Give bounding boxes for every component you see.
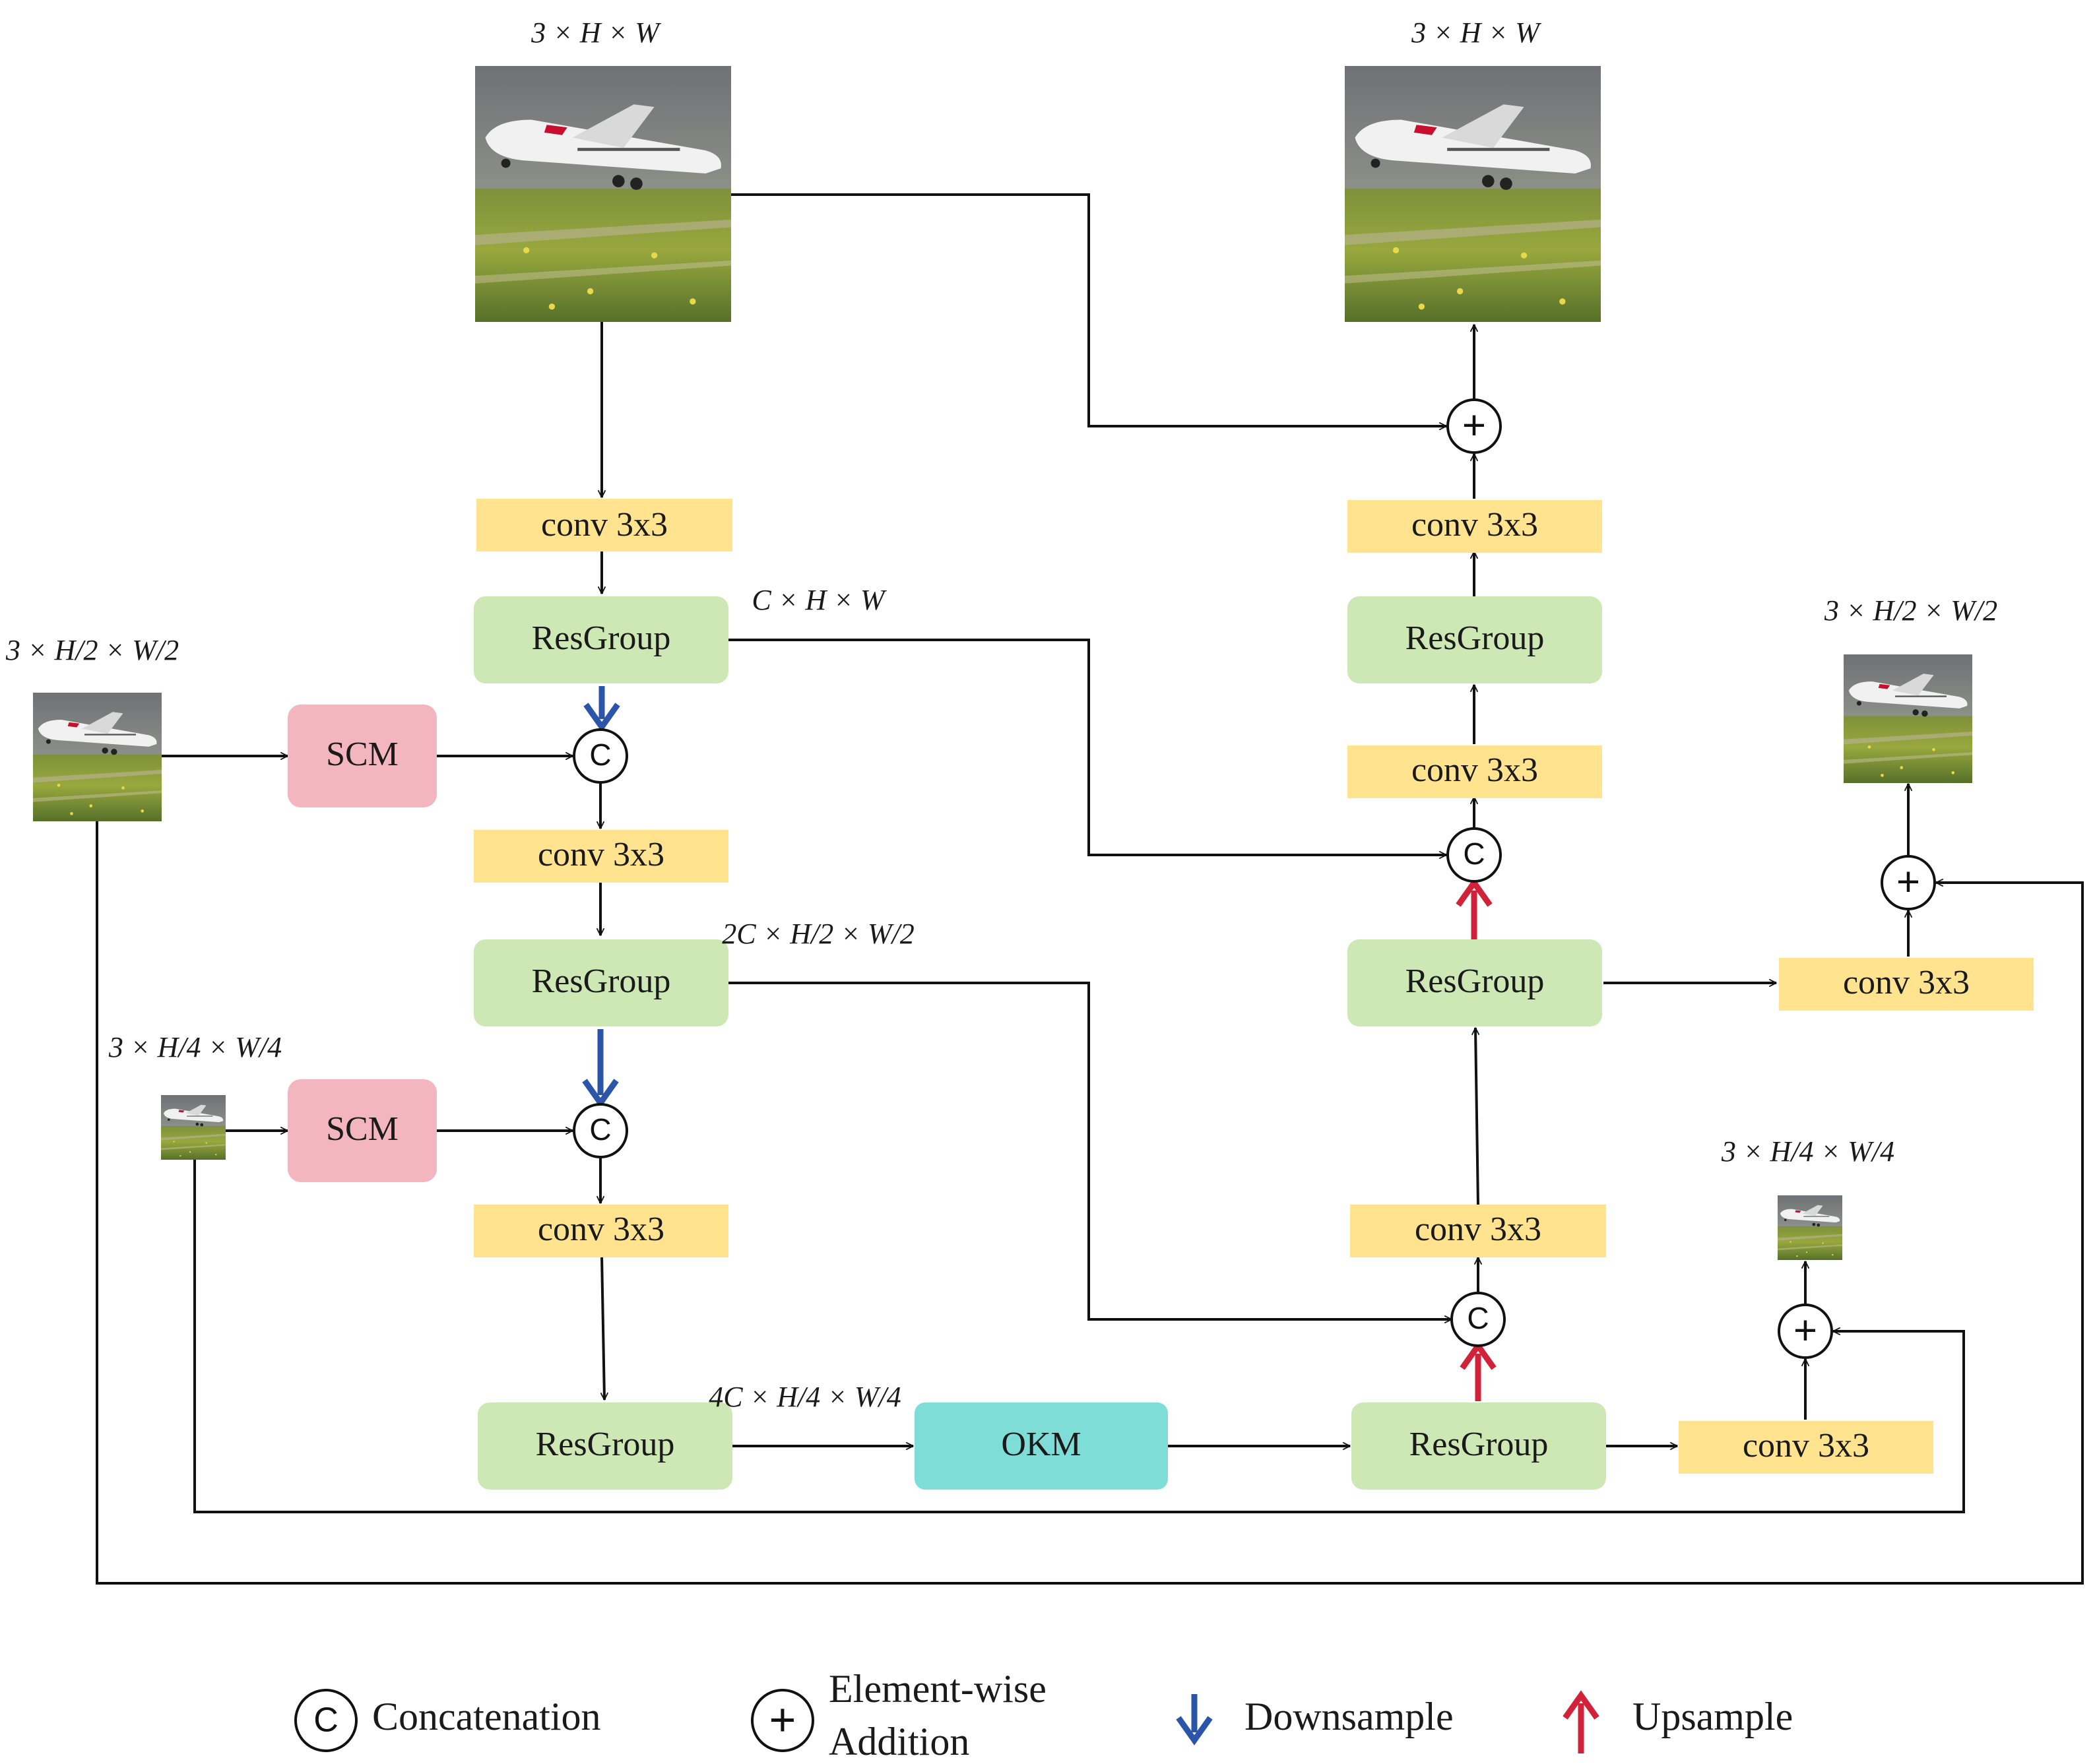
legend-concat: C Concatenation <box>294 1689 601 1752</box>
decoder-conv-1b-label: conv 3x3 <box>1411 751 1538 789</box>
decoder-resgroup-1-label: ResGroup <box>1405 619 1545 657</box>
encoder-scm-1: SCM <box>288 705 437 807</box>
output-conv-half-label: conv 3x3 <box>1843 964 1970 1001</box>
legend-add-label-line2: Addition <box>829 1720 969 1763</box>
dim-output-half: 3 × H/2 × W/2 <box>1824 594 1997 627</box>
concat-node-enc-1: C <box>573 728 628 784</box>
wire-conv3-to-resgroup3 <box>602 1255 604 1400</box>
add-symbol: + <box>1462 402 1486 448</box>
decoder-conv-1a-label: conv 3x3 <box>1411 506 1538 544</box>
dim-input-full: 3 × H × W <box>531 16 661 49</box>
encoder-scm-2-label: SCM <box>326 1110 399 1148</box>
wire-dec-conv-to-resgroup2 <box>1475 1028 1478 1205</box>
decoder-conv-1a: conv 3x3 <box>1347 500 1602 553</box>
wire-resgroup1-skip <box>728 639 1446 855</box>
add-node-half: + <box>1881 855 1936 910</box>
upsample-arrow-2 <box>1460 1340 1497 1401</box>
legend-concat-label: Concatenation <box>372 1695 601 1738</box>
concat-symbol: C <box>589 1112 611 1147</box>
legend-add-symbol: + <box>769 1693 796 1745</box>
upsample-arrow-1 <box>1456 877 1493 939</box>
add-node-full: + <box>1446 398 1502 454</box>
dim-input-quarter: 3 × H/4 × W/4 <box>108 1031 282 1063</box>
wire-half-skip-to-add2 <box>96 819 2084 1585</box>
encoder-resgroup-1-label: ResGroup <box>532 619 671 657</box>
input-image-half <box>33 693 162 821</box>
decoder-resgroup-1: ResGroup <box>1347 596 1602 683</box>
legend-add: + Element-wise Addition <box>751 1667 1047 1763</box>
encoder-scm-2: SCM <box>288 1079 437 1182</box>
decoder-resgroup-3: ResGroup <box>1351 1402 1606 1490</box>
decoder-conv-2-label: conv 3x3 <box>1415 1211 1541 1248</box>
downsample-arrow-1 <box>583 686 620 732</box>
legend-upsample-label: Upsample <box>1632 1695 1793 1738</box>
decoder-conv-2: conv 3x3 <box>1350 1205 1606 1257</box>
encoder-conv-3-label: conv 3x3 <box>538 1211 664 1248</box>
encoder-conv-2: conv 3x3 <box>474 830 728 883</box>
dim-output-full: 3 × H × W <box>1411 16 1541 49</box>
input-image-full <box>475 66 731 322</box>
add-node-quarter: + <box>1778 1304 1833 1359</box>
encoder-conv-1-label: conv 3x3 <box>541 506 668 544</box>
output-image-quarter <box>1778 1195 1842 1260</box>
okm-label: OKM <box>1001 1426 1081 1463</box>
decoder-resgroup-2-label: ResGroup <box>1405 962 1545 1000</box>
dim-input-half: 3 × H/2 × W/2 <box>5 634 179 666</box>
decoder-resgroup-3-label: ResGroup <box>1409 1426 1549 1463</box>
dim-feat-half: 2C × H/2 × W/2 <box>722 918 915 950</box>
decoder-conv-1b: conv 3x3 <box>1347 745 1602 798</box>
dim-output-quarter: 3 × H/4 × W/4 <box>1721 1135 1894 1168</box>
output-image-half <box>1844 654 1972 783</box>
input-image-quarter <box>161 1095 226 1160</box>
encoder-resgroup-2-label: ResGroup <box>532 962 671 1000</box>
legend-concat-symbol: C <box>313 1701 339 1740</box>
concat-node-dec-2: C <box>1450 1292 1506 1347</box>
wire-quarter-skip-to-add3 <box>193 1156 1965 1513</box>
dim-feat-full: C × H × W <box>752 584 887 616</box>
output-conv-quarter-label: conv 3x3 <box>1743 1427 1869 1465</box>
decoder-resgroup-2: ResGroup <box>1347 939 1602 1026</box>
downsample-arrow-2 <box>582 1029 619 1108</box>
concat-node-enc-2: C <box>573 1103 628 1158</box>
output-conv-quarter: conv 3x3 <box>1679 1421 1933 1474</box>
encoder-conv-1: conv 3x3 <box>476 499 732 551</box>
encoder-conv-3: conv 3x3 <box>474 1205 728 1257</box>
concat-symbol: C <box>1463 836 1485 871</box>
output-conv-half: conv 3x3 <box>1779 958 2034 1011</box>
legend-downsample-label: Downsample <box>1244 1695 1454 1738</box>
encoder-scm-1-label: SCM <box>326 736 399 773</box>
encoder-resgroup-3: ResGroup <box>478 1402 732 1490</box>
add-symbol: + <box>1896 859 1920 904</box>
output-image-full <box>1345 66 1601 322</box>
add-symbol: + <box>1793 1307 1817 1353</box>
legend: C Concatenation + Element-wise Addition … <box>294 1667 1793 1763</box>
wire-resgroup2-skip <box>728 982 1452 1319</box>
concat-node-dec-1: C <box>1446 827 1502 883</box>
encoder-resgroup-3-label: ResGroup <box>536 1426 675 1463</box>
dim-feat-quarter: 4C × H/4 × W/4 <box>709 1381 901 1413</box>
legend-downsample: Downsample <box>1176 1694 1454 1746</box>
encoder-resgroup-2: ResGroup <box>474 939 728 1026</box>
encoder-conv-2-label: conv 3x3 <box>538 836 664 873</box>
legend-upsample: Upsample <box>1563 1690 1793 1753</box>
legend-add-label-line1: Element-wise <box>829 1667 1047 1711</box>
okm-block: OKM <box>915 1402 1168 1490</box>
encoder-resgroup-1: ResGroup <box>474 596 728 683</box>
wire-input-skip-to-add-1 <box>730 193 1446 426</box>
concat-symbol: C <box>1467 1301 1489 1335</box>
concat-symbol: C <box>589 738 611 772</box>
